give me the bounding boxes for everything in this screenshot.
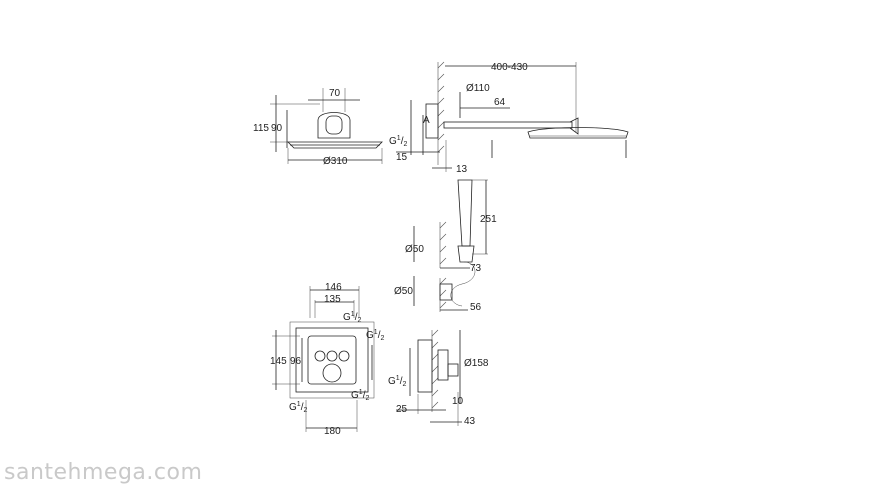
dim-70: 70 [329, 88, 341, 99]
thread-label-top: G1/2 [389, 135, 407, 148]
head-shower-side-view: 400-430 A Ø110 64 G1/2 15 13 [389, 61, 629, 175]
dim-13: 13 [456, 164, 468, 175]
dim-135: 135 [324, 294, 341, 305]
dim-145: 145 [270, 356, 287, 367]
thread-label-front-right: G1/2 [366, 329, 384, 342]
dim-diameter-158: Ø158 [464, 358, 489, 369]
thermostat-front-view: 146 135 G1/2 G1/2 G1/2 G1/2 145 96 180 [270, 282, 384, 437]
thread-label-front-top: G1/2 [343, 311, 361, 324]
dim-400-430: 400-430 [491, 62, 528, 73]
dim-96: 96 [290, 356, 302, 367]
thermostat-side-view: Ø158 G1/2 25 10 43 [388, 329, 489, 427]
dim-diameter-310: Ø310 [323, 156, 348, 167]
head-shower-front-view: 70 115 90 Ø310 [253, 88, 383, 167]
dim-64: 64 [494, 97, 506, 108]
dim-90: 90 [271, 123, 283, 134]
dim-180: 180 [324, 426, 341, 437]
dim-outlet-diameter-50: Ø50 [394, 286, 413, 297]
watermark: santehmega.com [4, 460, 203, 485]
dim-73: 73 [470, 263, 482, 274]
dim-holder-diameter-50: Ø50 [405, 244, 424, 255]
dim-15: 15 [396, 152, 408, 163]
dim-115: 115 [253, 123, 269, 134]
dim-56: 56 [470, 302, 482, 313]
thread-label-front-bottom-left: G1/2 [289, 401, 307, 414]
dim-251: 251 [480, 214, 497, 225]
axis-letter-a: A [423, 115, 430, 126]
thread-label-front-bottom-right: G1/2 [351, 389, 369, 402]
hand-shower-view: 251 Ø50 73 Ø50 56 [394, 179, 497, 313]
dim-43: 43 [464, 416, 476, 427]
dim-146: 146 [325, 282, 342, 293]
thread-label-side: G1/2 [388, 375, 406, 388]
dim-25: 25 [396, 404, 408, 415]
dim-diameter-110: Ø110 [466, 83, 490, 94]
